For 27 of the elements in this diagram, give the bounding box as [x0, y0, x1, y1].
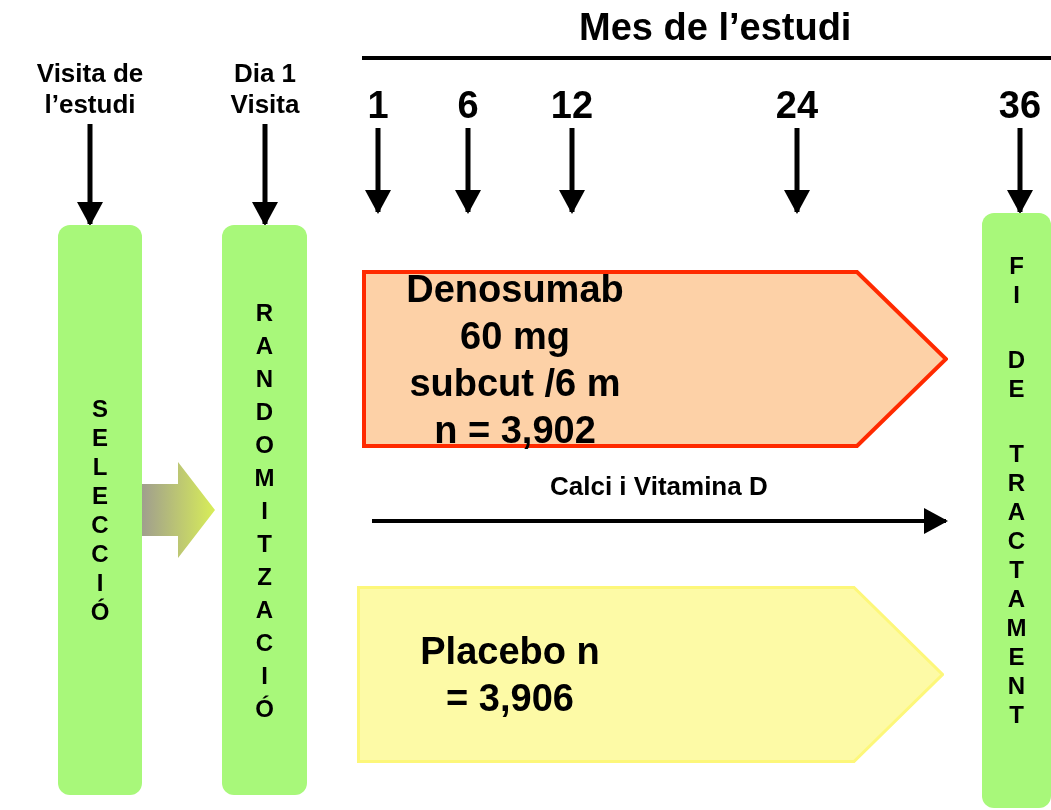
phase-bar [58, 225, 142, 795]
arrow [365, 128, 391, 214]
phase-bar [982, 213, 1051, 808]
month-number: 1 [353, 82, 403, 128]
arrow [372, 508, 948, 534]
treatment-arm-arrow [357, 586, 944, 763]
arrow [455, 128, 481, 214]
month-number: 36 [990, 82, 1050, 128]
arrow [77, 124, 103, 226]
arm-label: Denosumab 60 mg subcut /6 m n = 3,902 [405, 267, 625, 453]
month-number: 6 [443, 82, 493, 128]
arrow [559, 128, 585, 214]
arm-label: Placebo n = 3,906 [419, 629, 601, 721]
vertical-label: FI DE TRACTAMENT [1006, 251, 1027, 729]
month-number: 24 [762, 82, 832, 128]
timeline-heading: Mes de l’estudi [579, 6, 852, 49]
month-number: 12 [537, 82, 607, 128]
phase-bar [222, 225, 307, 795]
column-heading: Dia 1 Visita [200, 54, 330, 124]
treatment-arm-arrow [362, 270, 948, 448]
arrow [1007, 128, 1033, 214]
arrow [784, 128, 810, 214]
block-arrow [142, 462, 215, 558]
vertical-label: SELECCIÓ [89, 394, 111, 626]
column-heading: Visita de l’estudi [4, 54, 176, 124]
arrow [252, 124, 278, 226]
vertical-label: RANDOMITZACIÓ [254, 297, 275, 724]
